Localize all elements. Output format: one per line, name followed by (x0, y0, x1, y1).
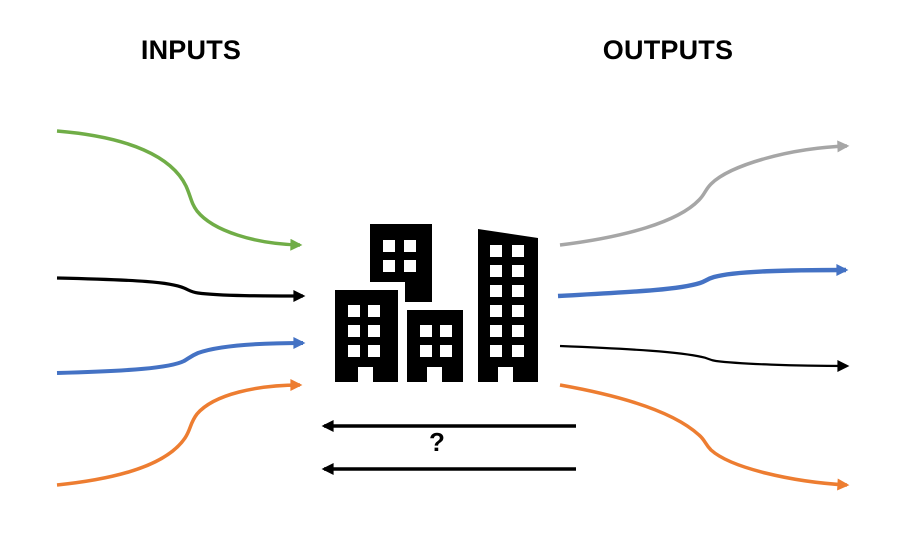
orange-output-arrow (559, 383, 850, 491)
black-output-arrow (559, 344, 850, 372)
black-input-arrow (56, 276, 306, 302)
green-input-arrow (56, 129, 303, 251)
input-arrows-group (56, 129, 306, 487)
output-arrows-group (557, 140, 850, 491)
building-windows (348, 240, 524, 382)
outputs-title: OUTPUTS (602, 35, 734, 65)
building-bottom-left (335, 290, 398, 382)
inputs-title: INPUTS (140, 35, 242, 65)
gray-output-arrow (559, 140, 850, 247)
city-buildings-icon (335, 224, 538, 382)
orange-input-arrow (56, 379, 303, 487)
question-mark-label: ? (429, 427, 445, 457)
feedback-arrows-group (321, 420, 576, 475)
blue-input-arrow (56, 337, 306, 375)
blue-output-arrow (557, 264, 849, 299)
building-right-tall (478, 229, 538, 382)
